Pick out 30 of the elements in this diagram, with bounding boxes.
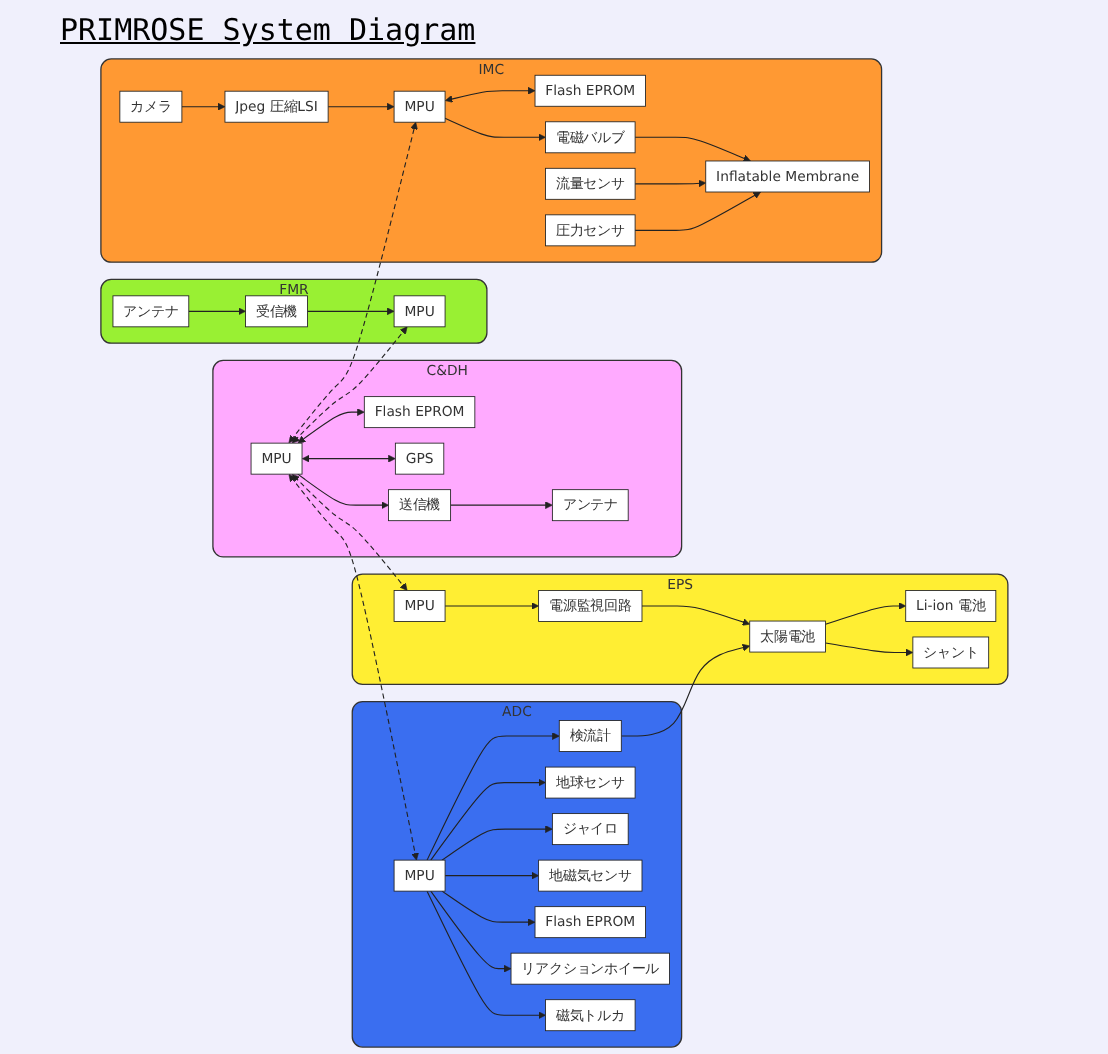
arrow [620,643,750,737]
arrow [291,474,407,591]
arrow [444,871,539,880]
arrow [180,102,225,111]
arrow [297,408,365,444]
arrow [824,602,906,625]
arrow [634,136,751,162]
arrow [288,474,419,861]
arrow [426,732,560,861]
arrow [301,454,396,463]
arrow [824,642,913,657]
arrow [327,102,395,111]
arrow [288,121,418,444]
arrow [634,179,706,188]
arrow [444,602,539,610]
arrow [426,890,546,1019]
arrow [296,473,389,509]
arrow [444,87,535,103]
arrow [429,778,546,861]
arrow [641,605,750,626]
diagram-title: PRIMROSE System Diagram [60,12,476,48]
arrow [634,191,761,231]
arrow [444,117,546,142]
arrow [291,326,407,444]
arrow [306,307,395,316]
arrow [429,890,511,973]
arrow [449,501,553,509]
arrow [441,890,535,926]
arrow [441,825,553,861]
arrow [187,307,246,316]
